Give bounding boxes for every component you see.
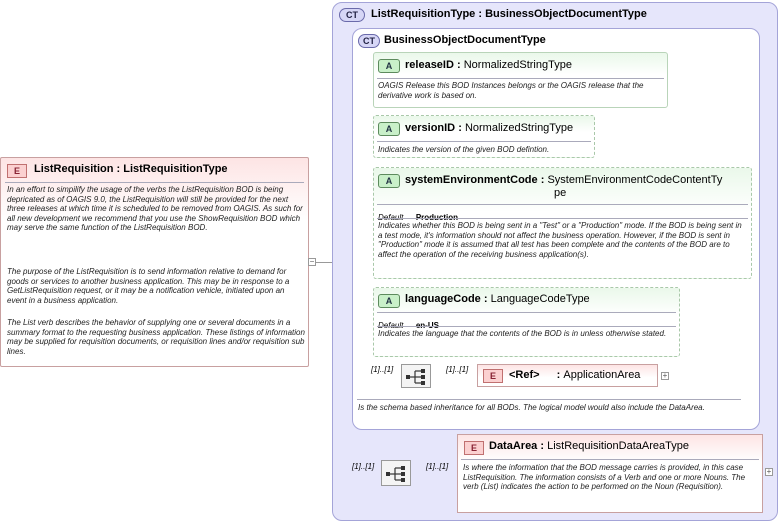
attribute-system-environment-code[interactable]: A systemEnvironmentCode : SystemEnvironm…: [373, 167, 752, 279]
attribute-name: releaseID: [405, 59, 454, 71]
expand-icon[interactable]: +: [765, 467, 773, 476]
root-element-name: ListRequisition: [34, 163, 114, 175]
attribute-type-sep: :: [458, 122, 465, 134]
attribute-name: versionID: [405, 122, 456, 134]
attribute-title: releaseID : NormalizedStringType: [405, 59, 572, 71]
attribute-name: languageCode: [405, 293, 481, 305]
default-label: Default: [378, 321, 403, 330]
app-area-multiplicity-right: [1]..[1]: [446, 365, 469, 374]
attribute-type: NormalizedStringType: [463, 59, 572, 71]
attribute-divider: [377, 78, 664, 79]
app-area-sequence-box[interactable]: [401, 364, 431, 388]
attribute-type-sep: :: [540, 174, 548, 186]
complex-type-badge: CT: [339, 8, 365, 22]
data-area-doc: Is where the information that the BOD me…: [463, 463, 746, 492]
attribute-divider: [377, 204, 748, 205]
attribute-divider: [377, 218, 748, 219]
root-doc-3: The List verb describes the behavior of …: [7, 318, 305, 356]
attribute-badge: A: [378, 174, 400, 188]
outer-type-base: BusinessObjectDocumentType: [485, 8, 647, 20]
attribute-title: languageCode : LanguageCodeType: [405, 293, 590, 305]
root-connector: [315, 262, 345, 263]
attribute-divider: [377, 312, 676, 313]
data-area-sep: :: [540, 440, 548, 452]
attribute-release-id[interactable]: A releaseID : NormalizedStringType OAGIS…: [373, 52, 668, 108]
attribute-divider: [377, 326, 676, 327]
attribute-doc: Indicates the version of the given BOD d…: [378, 145, 550, 154]
data-area-type: ListRequisitionDataAreaType: [547, 440, 689, 452]
attribute-type-sep: :: [457, 59, 464, 71]
root-element-title: ListRequisition : ListRequisitionType: [34, 163, 228, 175]
app-area-ref: <Ref>: [509, 369, 540, 381]
sequence-icon: [386, 466, 405, 482]
application-area-element[interactable]: E <Ref> : ApplicationArea: [477, 364, 658, 387]
inner-type-doc: Is the schema based inheritance for all …: [358, 403, 705, 412]
attribute-badge: A: [378, 294, 400, 308]
default-label: Default: [378, 213, 403, 222]
attribute-badge: A: [378, 122, 400, 136]
attribute-type-continuation: pe: [554, 187, 567, 199]
root-doc-1: In an effort to simpilify the usage of t…: [7, 185, 303, 233]
inner-type-title: BusinessObjectDocumentType: [384, 34, 546, 46]
app-area-sep: :: [556, 369, 564, 381]
element-badge: E: [7, 164, 27, 178]
attribute-doc: Indicates the language that the contents…: [378, 329, 667, 338]
root-element-box[interactable]: E ListRequisition : ListRequisitionType …: [0, 157, 309, 367]
attribute-type: LanguageCodeType: [490, 293, 590, 305]
attribute-divider: [377, 141, 591, 142]
attribute-type-sep: :: [483, 293, 491, 305]
default-value: Production: [416, 213, 458, 222]
data-area-element[interactable]: E DataArea : ListRequisitionDataAreaType…: [457, 434, 763, 513]
data-area-multiplicity-right: [1]..[1]: [426, 462, 449, 471]
attribute-type: NormalizedStringType: [464, 122, 574, 134]
attribute-name: systemEnvironmentCode: [405, 174, 538, 186]
attribute-language-code[interactable]: A languageCode : LanguageCodeType Defaul…: [373, 287, 680, 357]
root-doc-2: The purpose of the ListRequisition is to…: [7, 267, 290, 305]
attribute-default-row: Default Production: [378, 207, 458, 225]
sequence-icon: [406, 369, 425, 385]
outer-type-name: ListRequisitionType: [371, 8, 476, 20]
data-area-sequence-box[interactable]: [381, 460, 411, 486]
attribute-doc: Indicates whether this BOD is being sent…: [378, 221, 742, 259]
collapse-icon[interactable]: −: [308, 257, 316, 266]
attribute-doc: OAGIS Release this BOD Instances belongs…: [378, 81, 644, 100]
element-badge: E: [483, 369, 503, 383]
complex-type-badge: CT: [358, 34, 380, 48]
root-divider: [5, 182, 304, 183]
attribute-title: systemEnvironmentCode : SystemEnvironmen…: [405, 174, 722, 186]
attribute-badge: A: [378, 59, 400, 73]
data-area-multiplicity-left: [1]..[1]: [352, 462, 375, 471]
data-area-divider: [461, 459, 759, 460]
default-value: en-US: [416, 321, 439, 330]
inner-type-divider: [357, 399, 741, 400]
outer-type-sep: :: [478, 8, 486, 20]
root-type-sep: :: [116, 163, 124, 175]
element-badge: E: [464, 441, 484, 455]
attribute-title: versionID : NormalizedStringType: [405, 122, 573, 134]
outer-type-title: ListRequisitionType : BusinessObjectDocu…: [371, 8, 647, 20]
data-area-title: DataArea : ListRequisitionDataAreaType: [489, 440, 689, 452]
root-element-type: ListRequisitionType: [123, 163, 228, 175]
data-area-name: DataArea: [489, 440, 538, 452]
attribute-type: SystemEnvironmentCodeContentTy: [547, 174, 723, 186]
app-area-multiplicity-left: [1]..[1]: [371, 365, 394, 374]
expand-icon[interactable]: +: [661, 371, 669, 380]
attribute-default-row: Default en-US: [378, 315, 439, 333]
attribute-version-id[interactable]: A versionID : NormalizedStringType Indic…: [373, 115, 595, 158]
app-area-name: ApplicationArea: [563, 369, 641, 381]
app-area-title: <Ref> : ApplicationArea: [509, 369, 640, 381]
